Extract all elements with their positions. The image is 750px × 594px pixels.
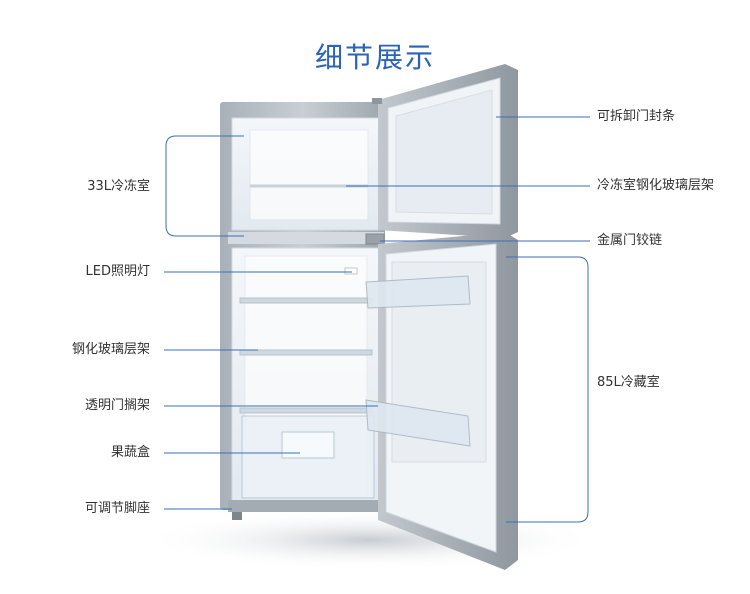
callout-glass-shelf: 钢化玻璃层架 — [71, 342, 150, 357]
callout-adjustable-foot: 可调节脚座 — [84, 501, 150, 516]
callout-door-seal: 可拆卸门封条 — [597, 109, 676, 124]
page-title: 细节展示 — [314, 41, 435, 74]
callout-freezer-compartment: 33L冷冻室 — [87, 179, 150, 194]
fridge-door — [365, 232, 518, 570]
callout-crisper-box: 果蔬盒 — [110, 445, 150, 460]
cabinet-body — [220, 102, 385, 520]
callout-fridge-compartment: 85L冷藏室 — [597, 375, 660, 390]
callout-metal-hinge: 金属门铰链 — [597, 233, 663, 248]
callout-led-light: LED照明灯 — [85, 264, 150, 279]
metal-hinge — [365, 233, 385, 245]
freezer-door — [372, 64, 518, 238]
callout-door-shelf: 透明门搁架 — [84, 398, 150, 413]
callout-lines — [164, 116, 590, 523]
callout-freezer-glass-shelf: 冷冻室钢化玻璃层架 — [597, 178, 715, 193]
bracket-freezer — [165, 135, 244, 237]
bracket-fridge — [506, 256, 589, 523]
floor-shadow — [140, 510, 600, 570]
